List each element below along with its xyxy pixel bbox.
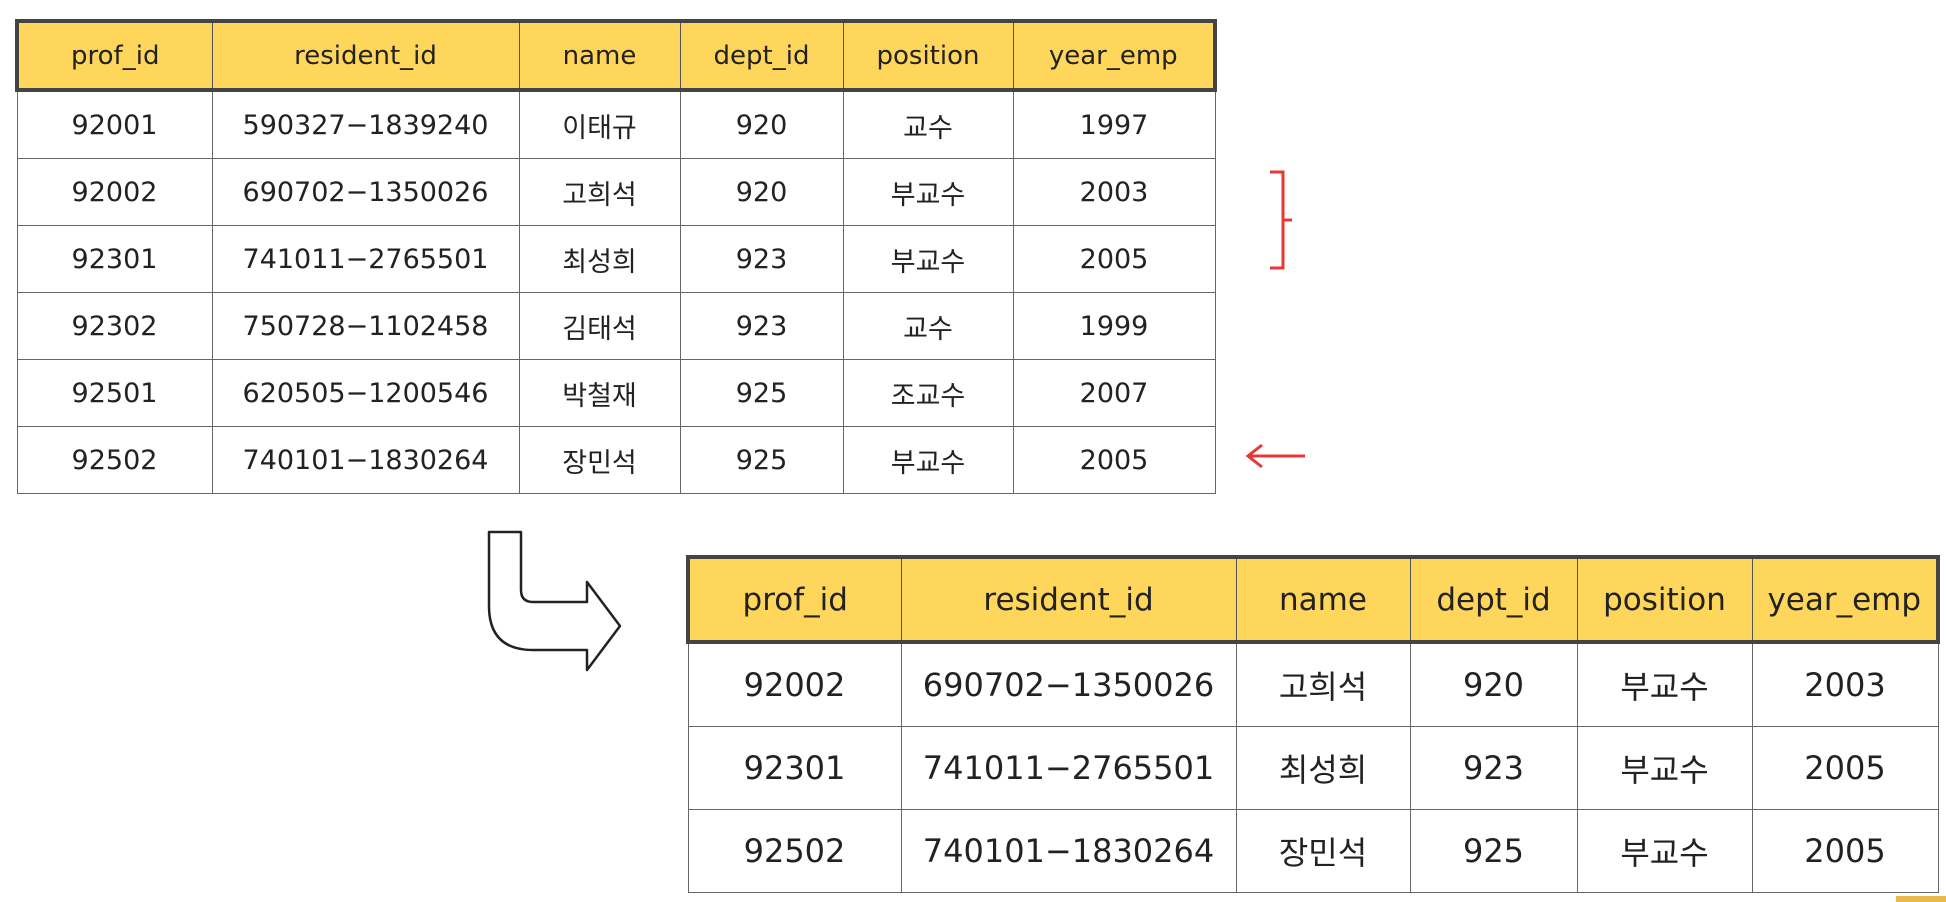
cell-dept-id: 925: [1409, 809, 1578, 893]
cell-position: 부교수: [1576, 641, 1753, 727]
cell-prof-id: 92502: [687, 809, 902, 893]
source-table: prof_id resident_id name dept_id positio…: [15, 19, 1217, 494]
cell-year-emp: 2005: [1751, 726, 1939, 810]
cell-resident-id: 741011−2765501: [211, 225, 520, 293]
cell-year-emp: 1997: [1012, 89, 1216, 159]
source-table-header-row: prof_id resident_id name dept_id positio…: [15, 19, 1217, 92]
cell-prof-id: 92501: [16, 359, 213, 427]
left-arrow-icon: [1245, 443, 1305, 469]
cell-position: 부교수: [842, 225, 1014, 293]
cell-resident-id: 740101−1830264: [900, 809, 1237, 893]
cell-year-emp: 2005: [1012, 426, 1216, 494]
cell-name: 장민석: [518, 426, 681, 494]
cell-position: 조교수: [842, 359, 1014, 427]
cell-resident-id: 620505−1200546: [211, 359, 520, 427]
cell-name: 장민석: [1235, 809, 1411, 893]
cell-prof-id: 92301: [687, 726, 902, 810]
cell-name: 박철재: [518, 359, 681, 427]
cell-position: 부교수: [1576, 809, 1753, 893]
cell-position: 부교수: [842, 158, 1014, 226]
cell-position: 부교수: [1576, 726, 1753, 810]
cell-name: 김태석: [518, 292, 681, 360]
table-row: 92302 750728−1102458 김태석 923 교수 1999: [16, 292, 1216, 360]
cell-position: 교수: [842, 89, 1014, 159]
cell-prof-id: 92301: [16, 225, 213, 293]
cell-resident-id: 590327−1839240: [211, 89, 520, 159]
bracket-marker: [1270, 170, 1292, 270]
table-row: 92002 690702−1350026 고희석 920 부교수 2003: [687, 641, 1939, 727]
cell-name: 이태규: [518, 89, 681, 159]
table-row: 92301 741011−2765501 최성희 923 부교수 2005: [687, 726, 1939, 810]
cell-position: 교수: [842, 292, 1014, 360]
header-resident-id: resident_id: [900, 555, 1236, 644]
cell-prof-id: 92002: [687, 641, 902, 727]
header-dept-id: dept_id: [1409, 555, 1577, 644]
cell-year-emp: 2003: [1012, 158, 1216, 226]
cell-year-emp: 2007: [1012, 359, 1216, 427]
header-year-emp: year_emp: [1751, 555, 1940, 644]
cell-dept-id: 920: [679, 89, 844, 159]
cell-resident-id: 690702−1350026: [900, 641, 1237, 727]
corner-accent: [1896, 896, 1946, 902]
cell-dept-id: 920: [1409, 641, 1578, 727]
header-position: position: [1576, 555, 1752, 644]
cell-dept-id: 925: [679, 359, 844, 427]
header-prof-id: prof_id: [15, 19, 212, 92]
table-row: 92001 590327−1839240 이태규 920 교수 1997: [16, 89, 1216, 159]
result-table-header-row: prof_id resident_id name dept_id positio…: [686, 555, 1940, 644]
cell-prof-id: 92002: [16, 158, 213, 226]
table-row: 92502 740101−1830264 장민석 925 부교수 2005: [16, 426, 1216, 494]
header-prof-id: prof_id: [686, 555, 901, 644]
cell-year-emp: 1999: [1012, 292, 1216, 360]
curved-arrow-icon: [487, 530, 622, 672]
cell-resident-id: 740101−1830264: [211, 426, 520, 494]
table-row: 92301 741011−2765501 최성희 923 부교수 2005: [16, 225, 1216, 293]
cell-year-emp: 2005: [1751, 809, 1939, 893]
result-table: prof_id resident_id name dept_id positio…: [686, 555, 1940, 893]
cell-prof-id: 92302: [16, 292, 213, 360]
header-position: position: [842, 19, 1013, 92]
table-row: 92501 620505−1200546 박철재 925 조교수 2007: [16, 359, 1216, 427]
header-name: name: [1235, 555, 1410, 644]
cell-resident-id: 750728−1102458: [211, 292, 520, 360]
header-dept-id: dept_id: [679, 19, 843, 92]
cell-dept-id: 925: [679, 426, 844, 494]
cell-position: 부교수: [842, 426, 1014, 494]
table-row: 92502 740101−1830264 장민석 925 부교수 2005: [687, 809, 1939, 893]
table-row: 92002 690702−1350026 고희석 920 부교수 2003: [16, 158, 1216, 226]
cell-year-emp: 2003: [1751, 641, 1939, 727]
header-year-emp: year_emp: [1012, 19, 1217, 92]
header-resident-id: resident_id: [211, 19, 519, 92]
cell-name: 고희석: [1235, 641, 1411, 727]
cell-resident-id: 690702−1350026: [211, 158, 520, 226]
header-name: name: [518, 19, 680, 92]
cell-name: 최성희: [518, 225, 681, 293]
cell-dept-id: 920: [679, 158, 844, 226]
